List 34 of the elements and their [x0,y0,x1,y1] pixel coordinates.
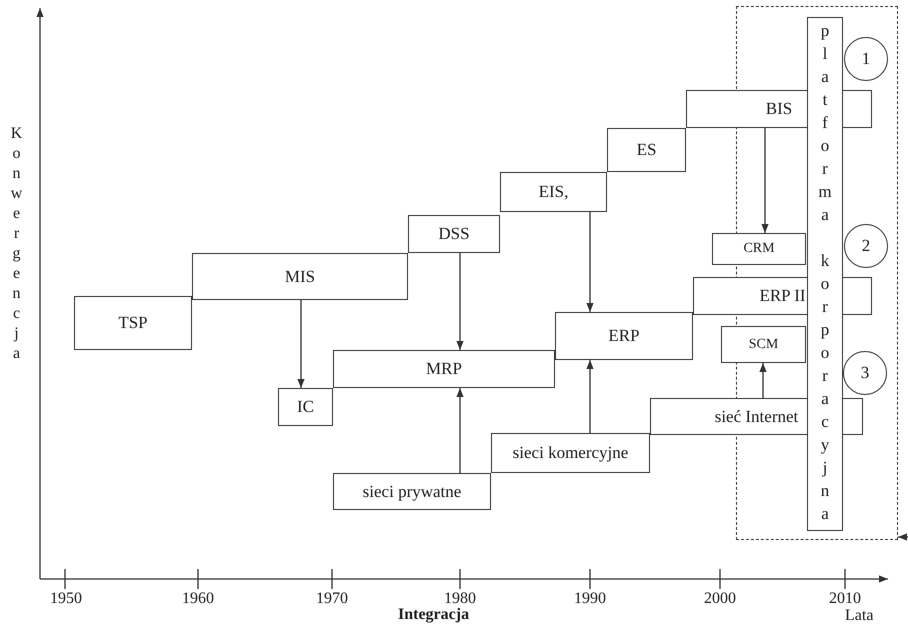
number-circle: 2 [844,224,888,268]
number-circle: 3 [843,351,887,395]
axis-title: Konwergencja [8,125,24,365]
axis-title: Integracja [398,606,470,624]
system-box: MRP [333,350,555,388]
arrow [456,388,464,473]
system-box: ES [607,128,686,172]
system-box: DSS [408,215,500,253]
tick-label: 2010 [829,590,861,608]
system-box: TSP [74,296,192,350]
arrow [761,128,769,233]
arrow [297,300,305,388]
tick-label: 2000 [704,590,736,608]
system-box: ERP [555,312,693,360]
tick-label: 1960 [182,590,214,608]
system-box: sieci komercyjne [491,433,650,473]
tick-label: 1980 [444,590,476,608]
system-box: IC [278,388,333,426]
arrow [586,212,594,312]
platform-bar: platforma korporacyjna [807,17,843,531]
system-box: sieci prywatne [333,473,491,510]
tick-label: 1970 [316,590,348,608]
system-box: EIS, [500,172,607,212]
arrow [586,360,594,433]
system-box: CRM [712,233,806,265]
system-box: MIS [192,253,408,300]
tick-label: 1990 [574,590,606,608]
system-box: SCM [721,326,806,363]
arrow [759,363,767,398]
axis-title: Lata [845,607,874,625]
number-circle: 1 [844,37,888,81]
arrow [898,533,908,541]
arrow [456,253,464,350]
tick-label: 1950 [50,590,82,608]
